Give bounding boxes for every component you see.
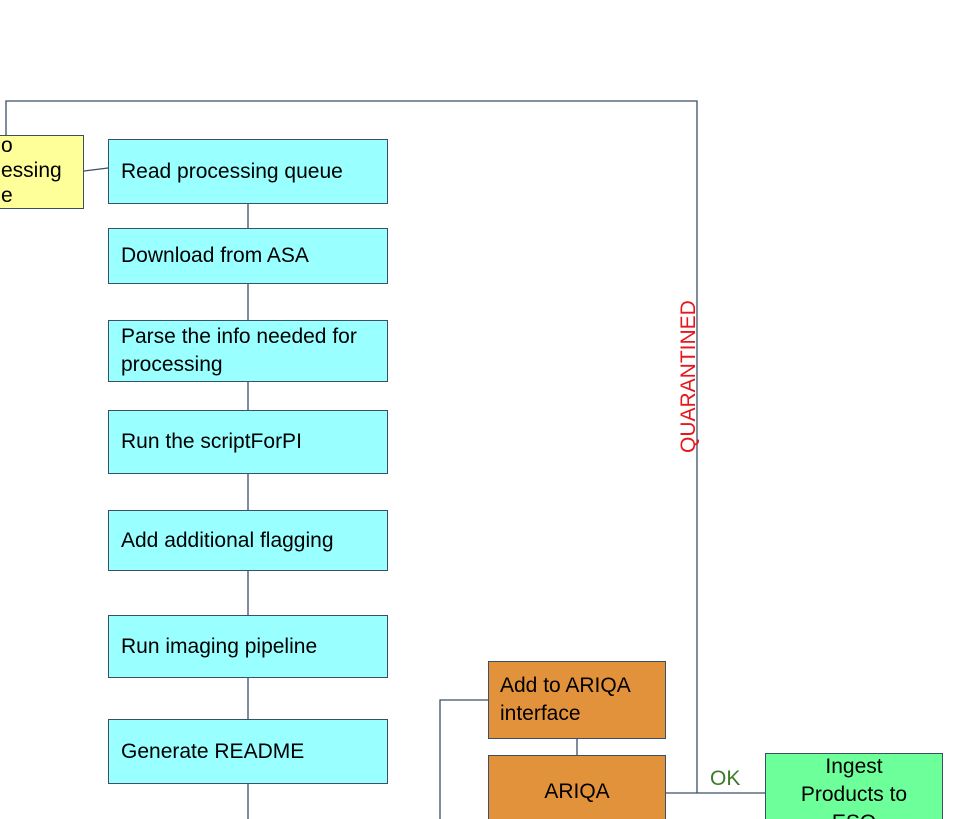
parse-info-box: Parse the info needed for processing: [108, 320, 388, 382]
generate-readme-box: Generate README: [108, 719, 388, 784]
add-to-ariqa-interface-label: Add to ARIQA interface: [500, 674, 630, 725]
quarantined-label: QUARANTINED: [677, 300, 700, 453]
quarantined-loop-line: [5, 100, 698, 793]
ok-label: OK: [710, 767, 741, 790]
parse-info-label: Parse the info needed for processing: [121, 325, 357, 376]
edge-queue-read: [83, 167, 109, 172]
ingest-line-2: Products to: [800, 783, 908, 806]
processing-queue-box: o essing e: [0, 134, 84, 209]
download-from-asa-label: Download from ASA: [121, 244, 309, 267]
processing-queue-line-2: essing: [1, 159, 62, 182]
add-additional-flagging-box: Add additional flagging: [108, 510, 388, 571]
read-processing-queue-label: Read processing queue: [121, 159, 343, 183]
add-additional-flagging-label: Add additional flagging: [121, 528, 334, 552]
run-imaging-pipeline-box: Run imaging pipeline: [108, 615, 388, 678]
read-processing-queue-box: Read processing queue: [108, 139, 388, 204]
generate-readme-label: Generate README: [121, 739, 305, 763]
processing-queue-line-3: e: [1, 184, 13, 207]
ingest-line-3: ESO: [801, 809, 907, 819]
ariqa-box: ARIQA: [488, 755, 666, 819]
ingest-line-1: Ingest: [825, 755, 883, 778]
ingest-products-box: Ingest Products to ESO: [765, 753, 943, 819]
processing-queue-line-1: o: [1, 134, 13, 157]
edge-into-add-ariqa: [439, 699, 488, 819]
add-to-ariqa-interface-box: Add to ARIQA interface: [488, 661, 666, 739]
ariqa-label: ARIQA: [544, 780, 610, 803]
run-script-for-pi-box: Run the scriptForPI: [108, 410, 388, 474]
run-script-for-pi-label: Run the scriptForPI: [121, 430, 302, 453]
run-imaging-pipeline-label: Run imaging pipeline: [121, 634, 318, 658]
download-from-asa-box: Download from ASA: [108, 228, 388, 284]
